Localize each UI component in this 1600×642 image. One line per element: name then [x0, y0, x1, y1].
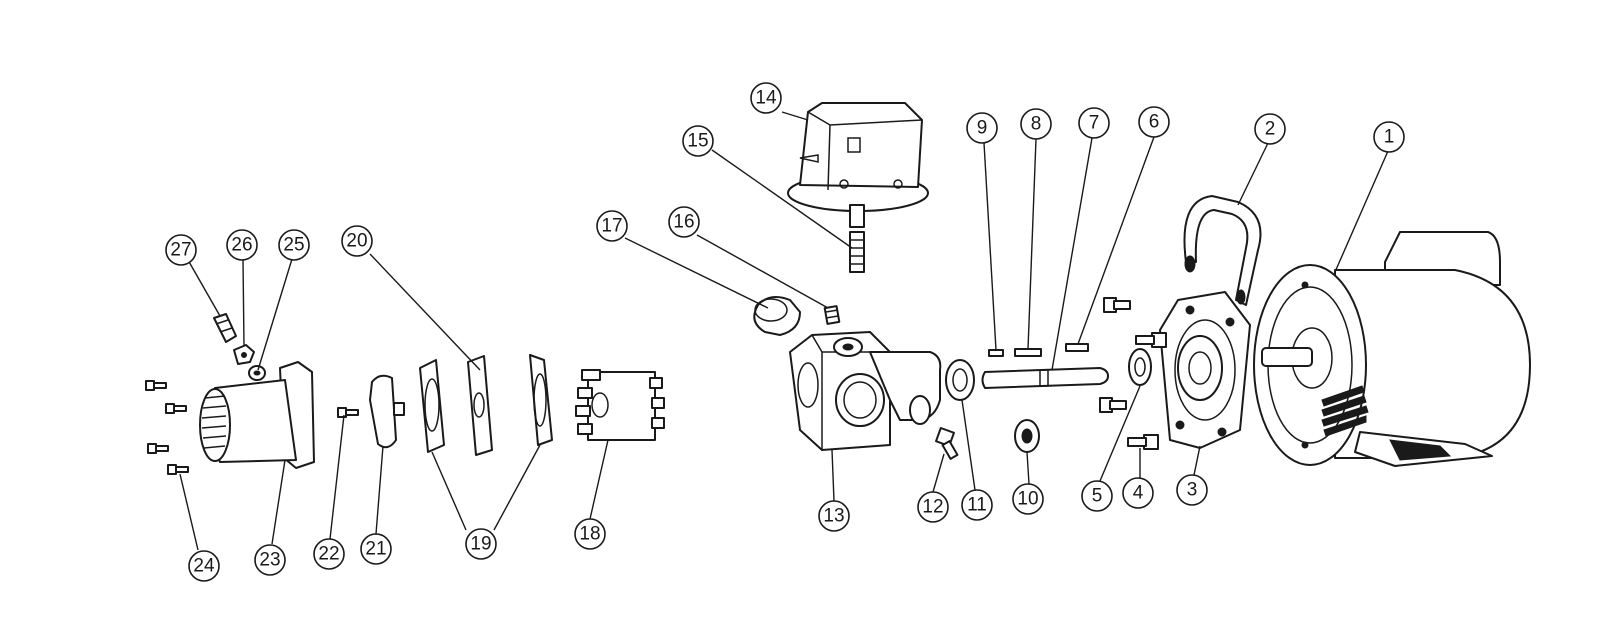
svg-text:26: 26 [231, 235, 252, 256]
callout-2: 2 [1254, 113, 1286, 145]
callout-21: 21 [360, 533, 392, 565]
pressure-switch-icon [787, 102, 929, 228]
callout-20: 20 [341, 225, 373, 257]
svg-text:22: 22 [318, 544, 339, 565]
callout-10: 10 [1012, 483, 1044, 515]
svg-text:19: 19 [470, 534, 491, 555]
svg-text:6: 6 [1149, 112, 1160, 133]
callouts: 1 2 3 4 5 6 7 8 9 10 11 12 13 14 15 16 1… [165, 82, 1405, 582]
callout-5: 5 [1081, 480, 1113, 512]
gasket-icon [419, 354, 553, 453]
callout-26: 26 [226, 229, 258, 261]
svg-text:15: 15 [687, 131, 708, 152]
bolt-icon [1099, 297, 1131, 413]
callout-6: 6 [1138, 106, 1170, 138]
svg-text:1: 1 [1384, 127, 1395, 148]
callout-16: 16 [668, 206, 700, 238]
svg-text:16: 16 [673, 212, 694, 233]
mounting-bracket-icon [1159, 291, 1251, 449]
svg-text:5: 5 [1092, 486, 1103, 507]
svg-text:27: 27 [170, 240, 191, 261]
callout-25: 25 [278, 229, 310, 261]
svg-text:23: 23 [259, 550, 280, 571]
shaft-icon [981, 367, 1109, 389]
callout-4: 4 [1122, 477, 1154, 509]
callout-17: 17 [596, 210, 628, 242]
washer-icon [1014, 419, 1040, 453]
key-icon [1065, 343, 1089, 352]
svg-text:17: 17 [601, 216, 622, 237]
callout-11: 11 [961, 489, 993, 521]
callout-23: 23 [254, 544, 286, 576]
washer-icon [248, 365, 266, 381]
callout-9: 9 [966, 112, 998, 144]
callout-13: 13 [818, 500, 850, 532]
svg-text:3: 3 [1187, 480, 1198, 501]
handle-icon [1183, 195, 1262, 306]
callout-18: 18 [574, 518, 606, 550]
port-cover-icon [199, 361, 315, 469]
callout-7: 7 [1078, 107, 1110, 139]
callout-8: 8 [1020, 108, 1052, 140]
key-icon [1014, 348, 1042, 357]
callout-14: 14 [750, 82, 782, 114]
bolt-icon [1127, 332, 1167, 450]
callout-24: 24 [188, 550, 220, 582]
seal-ring-icon [945, 359, 975, 401]
callout-15: 15 [682, 125, 714, 157]
impeller-icon [575, 369, 665, 441]
svg-text:9: 9 [977, 118, 988, 139]
plug-icon [753, 295, 801, 336]
svg-text:14: 14 [755, 88, 777, 109]
callout-22: 22 [313, 538, 345, 570]
motor-icon [1253, 231, 1531, 467]
pump-body-icon [789, 331, 942, 451]
bolt-icon [935, 427, 959, 460]
callout-3: 3 [1176, 474, 1208, 506]
svg-text:8: 8 [1031, 114, 1042, 135]
valve-icon [213, 313, 237, 343]
svg-text:4: 4 [1133, 483, 1144, 504]
svg-text:24: 24 [193, 556, 215, 577]
callout-12: 12 [917, 491, 949, 523]
svg-text:13: 13 [823, 506, 844, 527]
nut-icon [233, 344, 255, 365]
key-icon [988, 349, 1004, 357]
cam-icon [369, 374, 405, 449]
set-screw-icon [823, 305, 841, 325]
screw-icon [145, 380, 189, 475]
callout-27: 27 [165, 234, 197, 266]
svg-text:7: 7 [1089, 113, 1100, 134]
svg-text:25: 25 [283, 235, 304, 256]
callout-19: 19 [465, 528, 497, 560]
leader-lines [179, 111, 1389, 551]
nipple-fitting-icon [849, 231, 865, 273]
callout-1: 1 [1373, 121, 1405, 153]
svg-text:20: 20 [346, 231, 367, 252]
svg-text:2: 2 [1265, 119, 1276, 140]
svg-text:11: 11 [967, 495, 987, 516]
svg-text:10: 10 [1017, 489, 1038, 510]
svg-text:21: 21 [365, 539, 386, 560]
svg-text:18: 18 [579, 524, 600, 545]
svg-text:12: 12 [922, 497, 943, 518]
bushing-icon [1128, 348, 1152, 386]
wear-plate-icon [467, 355, 493, 456]
screw-icon [337, 407, 359, 418]
